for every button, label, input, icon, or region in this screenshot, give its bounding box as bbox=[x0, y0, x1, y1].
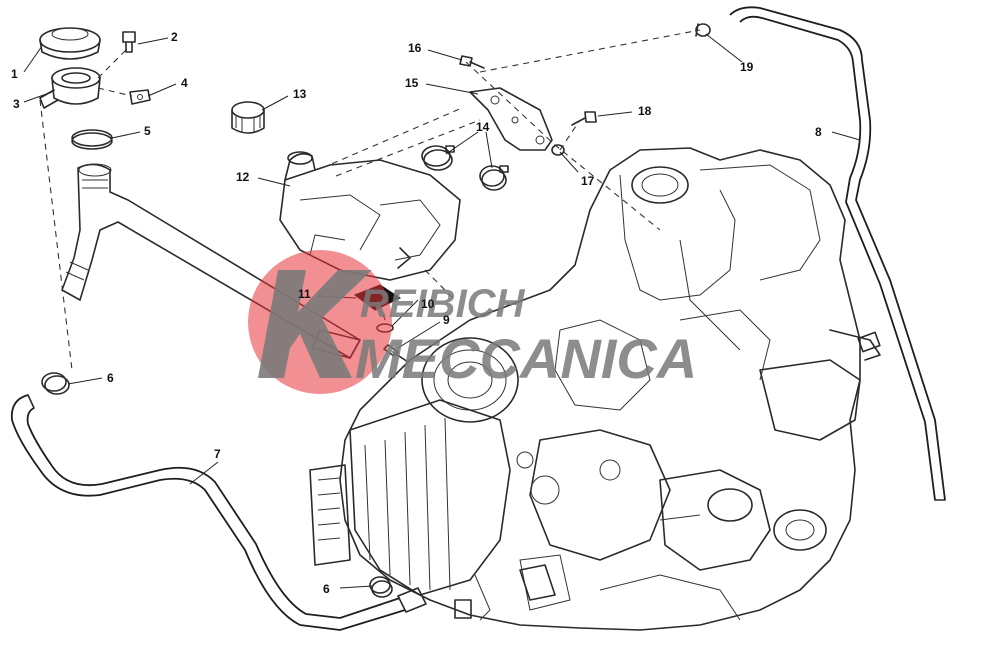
screw-2 bbox=[122, 31, 136, 53]
bracket-15 bbox=[469, 87, 553, 151]
hose-8 bbox=[729, 6, 946, 501]
tank-cap-13 bbox=[231, 101, 265, 134]
hose-clamp-14a bbox=[421, 145, 455, 171]
callout-9: 9 bbox=[443, 313, 450, 327]
callout-1: 1 bbox=[11, 67, 18, 81]
callout-13: 13 bbox=[293, 87, 307, 101]
callout-6: 6 bbox=[107, 371, 114, 385]
callout-14: 14 bbox=[476, 120, 490, 134]
callout-16: 16 bbox=[408, 41, 422, 55]
hose-7-end bbox=[397, 587, 427, 613]
callout-8: 8 bbox=[815, 125, 822, 139]
callout-4: 4 bbox=[181, 76, 188, 90]
bolt-16 bbox=[459, 55, 485, 69]
watermark-line-2: MECCANICA bbox=[355, 327, 697, 390]
assembly-dashed-lines bbox=[39, 29, 701, 371]
callout-17: 17 bbox=[581, 174, 595, 188]
callout-labels: 1 2 3 4 5 6 7 8 9 10 11 12 13 14 15 16 1… bbox=[11, 30, 822, 596]
hose-clamp-6a bbox=[41, 372, 70, 395]
clip-nut-4 bbox=[129, 89, 151, 105]
hose-clamp-19 bbox=[695, 23, 711, 37]
hose-clamp-5 bbox=[71, 129, 113, 150]
expansion-tank bbox=[279, 151, 461, 281]
callout-18: 18 bbox=[638, 104, 652, 118]
callout-3: 3 bbox=[13, 97, 20, 111]
callout-19: 19 bbox=[740, 60, 754, 74]
watermark-k-letter bbox=[258, 270, 372, 378]
hose-clamp-14b bbox=[479, 165, 509, 191]
callout-15: 15 bbox=[405, 76, 419, 90]
callout-12: 12 bbox=[236, 170, 250, 184]
hose-clamp-6b bbox=[369, 576, 393, 598]
hose-7 bbox=[10, 394, 406, 631]
radiator-cap bbox=[39, 27, 101, 60]
watermark-line-1: REIBICH bbox=[360, 282, 526, 326]
watermark: REIBICH MECCANICA bbox=[248, 250, 697, 394]
callout-11: 11 bbox=[298, 287, 311, 301]
filler-neck bbox=[39, 67, 101, 109]
engine-block bbox=[309, 147, 881, 631]
callout-2: 2 bbox=[171, 30, 178, 44]
callout-7: 7 bbox=[214, 447, 221, 461]
callout-5: 5 bbox=[144, 124, 151, 138]
callout-10: 10 bbox=[421, 297, 435, 311]
washer-17 bbox=[551, 144, 565, 156]
bolt-18 bbox=[571, 111, 597, 126]
callout-6-lower: 6 bbox=[323, 582, 330, 596]
